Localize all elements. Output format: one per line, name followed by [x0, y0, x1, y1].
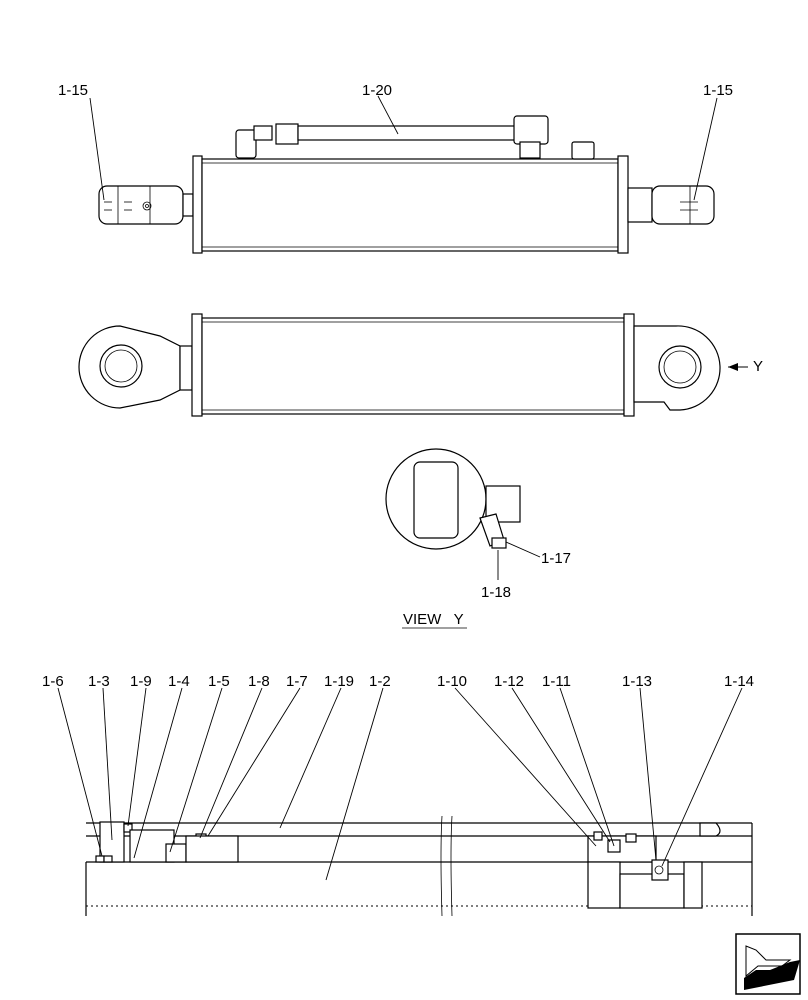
callout-1-6: 1-6	[42, 673, 64, 690]
leader-1-19	[279, 687, 342, 829]
leader-1-8	[199, 687, 263, 839]
next-page-arrow-icon[interactable]	[735, 933, 801, 995]
leader-1-3	[102, 687, 113, 841]
callout-y: Y	[753, 358, 763, 375]
leader-1-4	[133, 687, 183, 859]
callout-1-17: 1-17	[541, 550, 571, 567]
callout-1-18: 1-18	[481, 584, 511, 601]
cylinder-section-view	[85, 815, 753, 917]
callout-1-2: 1-2	[369, 673, 391, 690]
callout-1-19: 1-19	[324, 673, 354, 690]
leader-1-2	[325, 687, 384, 881]
callout-1-15-left: 1-15	[58, 82, 88, 99]
callout-1-11: 1-11	[542, 673, 571, 690]
leader-1-9	[127, 687, 147, 827]
callout-1-9: 1-9	[130, 673, 152, 690]
cylinder-middle-view	[78, 313, 721, 417]
leader-1-13	[639, 687, 657, 861]
callout-1-5: 1-5	[208, 673, 230, 690]
leader-1-17	[505, 541, 541, 558]
leader-1-14	[661, 687, 743, 867]
leader-1-11	[559, 687, 615, 847]
callout-1-8: 1-8	[248, 673, 270, 690]
leader-1-20	[377, 95, 399, 135]
leader-1-15-left	[89, 97, 105, 201]
leader-1-5	[169, 687, 223, 853]
callout-1-4: 1-4	[168, 673, 190, 690]
callout-1-15-right: 1-15	[703, 82, 733, 99]
leader-1-10	[454, 687, 597, 847]
callout-1-10: 1-10	[437, 673, 467, 690]
callout-1-20: 1-20	[362, 82, 392, 99]
view-y-label: VIEW Y	[403, 611, 464, 628]
callout-1-3: 1-3	[88, 673, 110, 690]
leader-1-7	[207, 687, 301, 837]
callout-1-7: 1-7	[286, 673, 308, 690]
view-y-detail	[385, 448, 521, 550]
callout-1-14: 1-14	[724, 673, 754, 690]
cylinder-top-view	[98, 115, 715, 254]
leader-1-6	[57, 687, 103, 857]
callout-1-12: 1-12	[494, 673, 524, 690]
leader-1-12	[511, 687, 611, 843]
leader-1-15-right	[693, 97, 718, 201]
callout-1-13: 1-13	[622, 673, 652, 690]
